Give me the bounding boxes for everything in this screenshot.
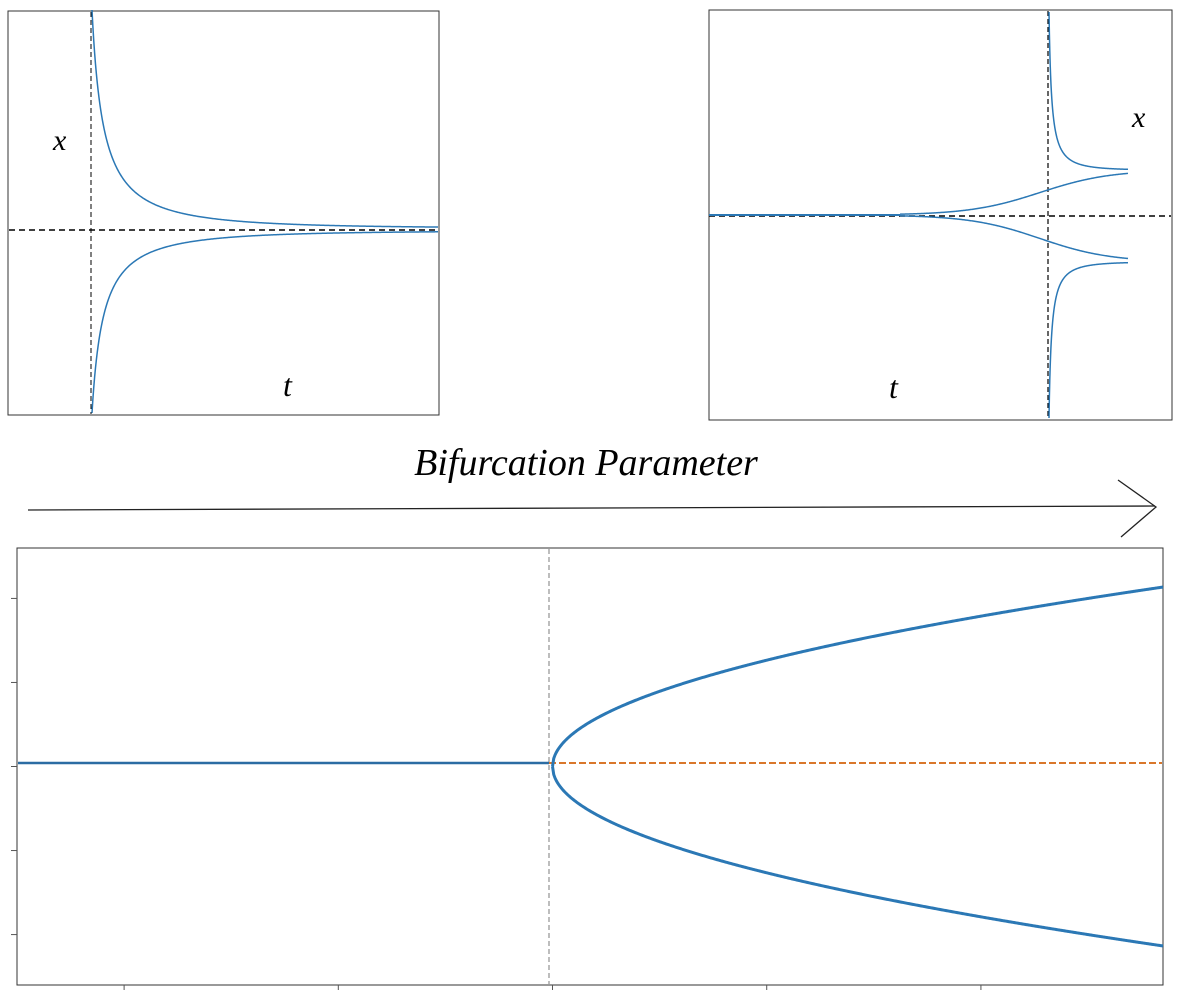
diagram-ticks <box>11 597 982 990</box>
right-lower-trajectory <box>899 215 1129 260</box>
upper-stable-branch <box>551 585 1164 767</box>
right-t-label: t <box>889 369 899 405</box>
left-time-series-panel: x t <box>7 9 440 416</box>
arrow-head <box>1117 479 1158 538</box>
right-lower-spike-trajectory <box>1048 261 1129 419</box>
left-x-label: x <box>52 124 67 157</box>
right-x-label: x <box>1131 101 1146 134</box>
arrow-shaft <box>27 505 1156 511</box>
lower-stable-branch <box>551 766 1164 948</box>
left-upper-trajectory <box>91 9 439 228</box>
bifurcation-diagram <box>11 547 1164 990</box>
right-upper-trajectory <box>899 172 1129 215</box>
parameter-title: Bifurcation Parameter <box>414 442 758 484</box>
right-upper-spike-trajectory <box>1048 11 1129 171</box>
left-t-label: t <box>283 367 293 403</box>
left-panel-frame <box>7 10 440 416</box>
parameter-arrow: Bifurcation Parameter <box>27 442 1158 538</box>
right-time-series-panel: x t <box>708 9 1173 421</box>
left-lower-trajectory <box>91 231 439 414</box>
